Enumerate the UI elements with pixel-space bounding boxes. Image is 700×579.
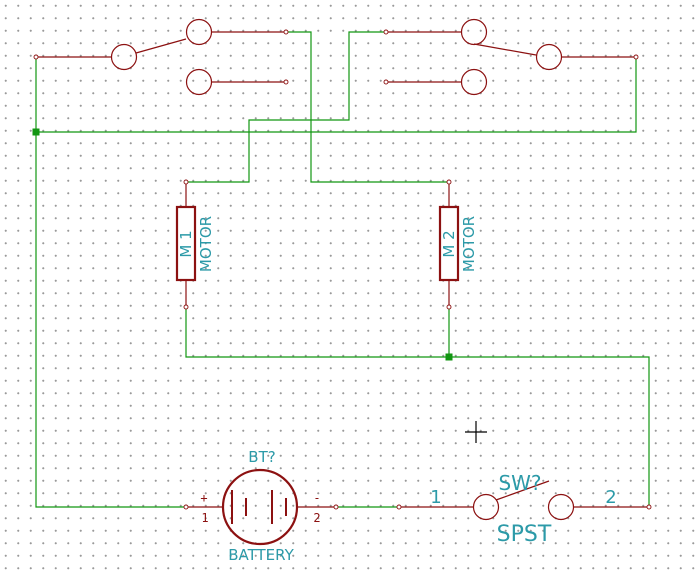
wire-motor1-top[interactable] (186, 31, 386, 183)
pin-end (383, 79, 389, 85)
pin-end (283, 29, 289, 35)
switch-arm (495, 480, 550, 501)
switch-contact-a (185, 18, 213, 46)
pin-end (283, 79, 289, 85)
wire-left-bus[interactable] (35, 57, 186, 508)
motor-m2[interactable]: M 2 MOTOR (438, 179, 478, 310)
battery-pin-1: 1 (201, 511, 208, 525)
pin-end (183, 304, 189, 310)
wire-motor2-top[interactable] (286, 31, 449, 183)
crosshair-cursor-icon (465, 421, 487, 443)
motor2-value: MOTOR (460, 216, 478, 272)
pin-end (446, 304, 452, 310)
switch-common-contact (535, 43, 563, 71)
switch-contact-a (460, 18, 488, 46)
junction-bottom[interactable] (445, 353, 453, 361)
battery-value: BATTERY (228, 546, 294, 564)
pin-end (633, 54, 639, 60)
motor2-reference: M 2 (440, 230, 458, 257)
pin-end (396, 504, 402, 510)
pin-end (646, 504, 652, 510)
switch-value: SPST (497, 522, 552, 547)
battery-plus-sign: + (200, 491, 207, 505)
motor1-value: MOTOR (197, 216, 215, 272)
battery-pin-2: 2 (313, 511, 320, 525)
wire-common-rail[interactable] (36, 57, 637, 133)
wire-motor-bottom-rail[interactable] (185, 307, 650, 507)
junction-left[interactable] (32, 128, 40, 136)
battery-minus-sign: - (313, 491, 320, 505)
pin-end (183, 179, 189, 185)
pin-end (183, 504, 189, 510)
pin-end (33, 54, 39, 60)
switch-common-contact (110, 43, 138, 71)
switch-spst[interactable]: SW? SPST 1 2 (396, 471, 652, 547)
switch-contact-b (460, 68, 488, 96)
switch-contact-2 (547, 493, 575, 521)
switch-pin-2: 2 (605, 487, 616, 508)
battery-bt[interactable]: BT? BATTERY + 1 - 2 (183, 448, 339, 564)
wires (35, 31, 650, 508)
pin-end (446, 179, 452, 185)
motor-m1[interactable]: M 1 MOTOR (175, 179, 215, 310)
switch-pin-1: 1 (430, 487, 441, 508)
pin-end (383, 29, 389, 35)
switch-left-dpdt[interactable] (33, 18, 289, 96)
switch-reference: SW? (498, 471, 541, 495)
switch-contact-1 (472, 493, 500, 521)
switch-contact-b (185, 68, 213, 96)
switch-arm (473, 43, 537, 56)
battery-reference: BT? (248, 448, 275, 466)
pin-end (333, 504, 339, 510)
switch-right-dpdt[interactable] (383, 18, 639, 96)
switch-arm (135, 38, 187, 54)
motor1-reference: M 1 (177, 230, 195, 257)
